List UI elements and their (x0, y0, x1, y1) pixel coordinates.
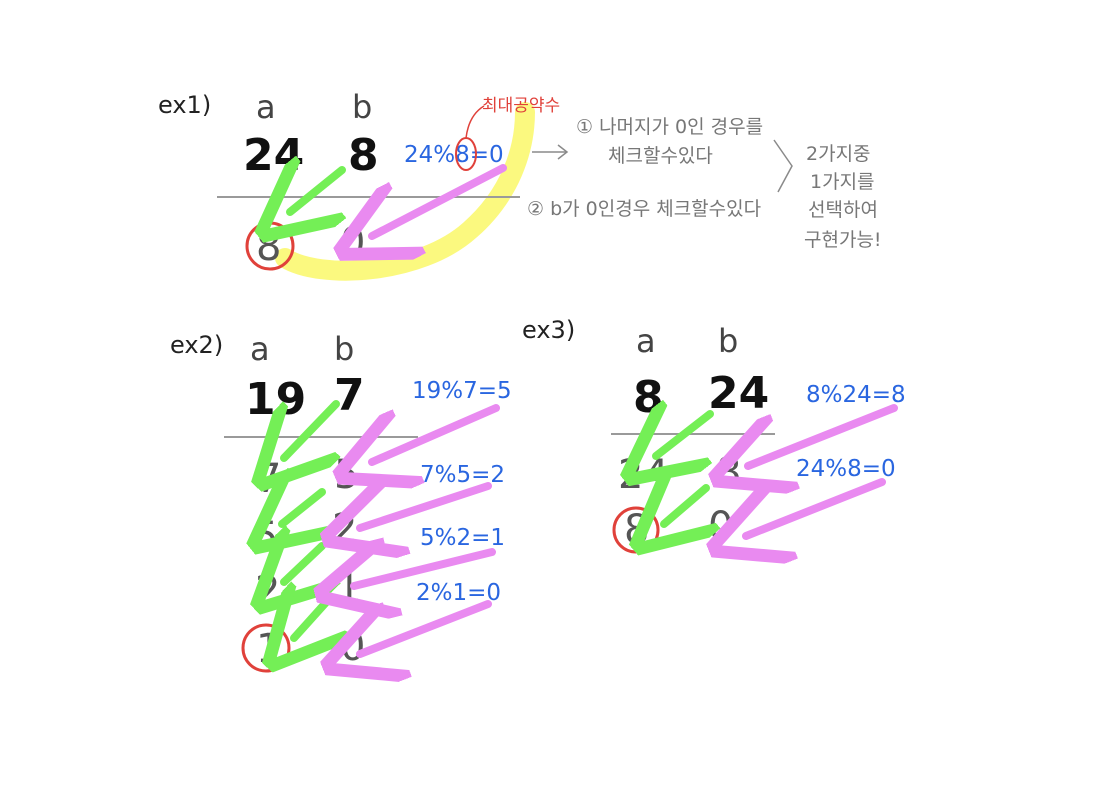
ex1-b-value: 8 (348, 130, 379, 181)
ex1-brace (773, 139, 793, 193)
ex1-side-line4: 구현가능! (804, 229, 882, 251)
ex2-row1-b: 5 (334, 452, 359, 498)
ex1-remainder: 0 (340, 220, 365, 266)
ex3-row1-a: 24 (618, 452, 669, 498)
ex1-label: ex1) (158, 91, 211, 119)
ex1-green-arrow (290, 170, 342, 212)
ex2-green-arrow-2 (282, 492, 322, 524)
example-2: ex2) a b 19 7 7 5 5 2 2 1 1 0 19%7=5 7%5… (170, 330, 512, 672)
ex1-side-line3: 선택하여 (808, 199, 878, 221)
ex2-pink-arrow-1 (372, 404, 500, 462)
ex2-pink-arrow-3 (354, 552, 496, 586)
ex3-equation-2: 24%8=0 (796, 456, 896, 482)
example-3: ex3) a b 8 24 24 8 8 0 8%24=8 24%8=0 (522, 316, 906, 553)
ex3-row1-b: 8 (716, 450, 741, 496)
ex2-row4-a: 1 (256, 626, 281, 672)
ex2-green-arrow-3 (284, 546, 322, 582)
ex3-header-a: a (636, 322, 656, 360)
ex3-green-arrow-2 (664, 488, 706, 524)
ex1-side-line1: 2가지중 (806, 143, 871, 165)
ex1-equation: 24%8=0 (404, 142, 504, 168)
ex2-equation-1: 19%7=5 (412, 378, 512, 404)
ex1-note2: ② b가 0인경우 체크할수있다 (527, 198, 761, 220)
ex3-label: ex3) (522, 316, 575, 344)
ex3-equation-1: 8%24=8 (806, 382, 906, 408)
ex2-row0-a: 19 (245, 374, 306, 425)
ex2-pink-arrow-2 (360, 486, 492, 528)
ex3-row0-b: 24 (708, 368, 769, 419)
ex1-note1-line2: 체크할수있다 (608, 145, 713, 167)
ex1-gcd-note: 최대공약수 (482, 96, 560, 116)
ex1-gcd-result: 8 (256, 224, 281, 270)
ex2-pink-arrow-4 (360, 600, 492, 654)
ex1-note1-line1: ① 나머지가 0인 경우를 (576, 116, 763, 138)
ex2-row2-a: 5 (253, 514, 278, 560)
ex1-header-a: a (256, 88, 276, 126)
ex2-row0-b: 7 (334, 370, 365, 421)
ex3-row0-a: 8 (633, 372, 664, 423)
ex3-pink-arrow-2 (746, 478, 886, 536)
ex3-pink-arrow-1 (748, 404, 898, 466)
example-1: ex1) a b 24 8 8 0 24%8=0 최대공약수 ① 나머지가 0인… (158, 88, 882, 281)
ex2-equation-2: 7%5=2 (420, 462, 505, 488)
ex1-header-b: b (352, 88, 372, 126)
ex3-header-b: b (718, 322, 738, 360)
ex2-header-a: a (250, 330, 270, 368)
ex2-label: ex2) (170, 331, 223, 359)
gcd-highlight-curve (275, 102, 535, 281)
ex2-row4-b: 0 (340, 624, 365, 670)
ex2-row2-b: 2 (332, 506, 357, 552)
ex3-row2-b: 0 (708, 504, 733, 550)
ex2-header-b: b (334, 330, 354, 368)
ex2-equation-3: 5%2=1 (420, 525, 505, 551)
ex2-equation-4: 2%1=0 (416, 580, 501, 606)
ex2-row1-a: 7 (256, 456, 281, 502)
ex1-a-value: 24 (243, 130, 304, 181)
ex2-row3-a: 2 (255, 568, 280, 614)
ex3-row2-a: 8 (624, 507, 649, 553)
ex1-gcd-pointer (465, 105, 485, 139)
ex1-side-line2: 1가지를 (810, 171, 875, 193)
ex1-note-arrow-head (557, 144, 569, 160)
ex1-pink-arrow (372, 164, 507, 236)
ex2-green-arrow-4 (294, 598, 330, 638)
